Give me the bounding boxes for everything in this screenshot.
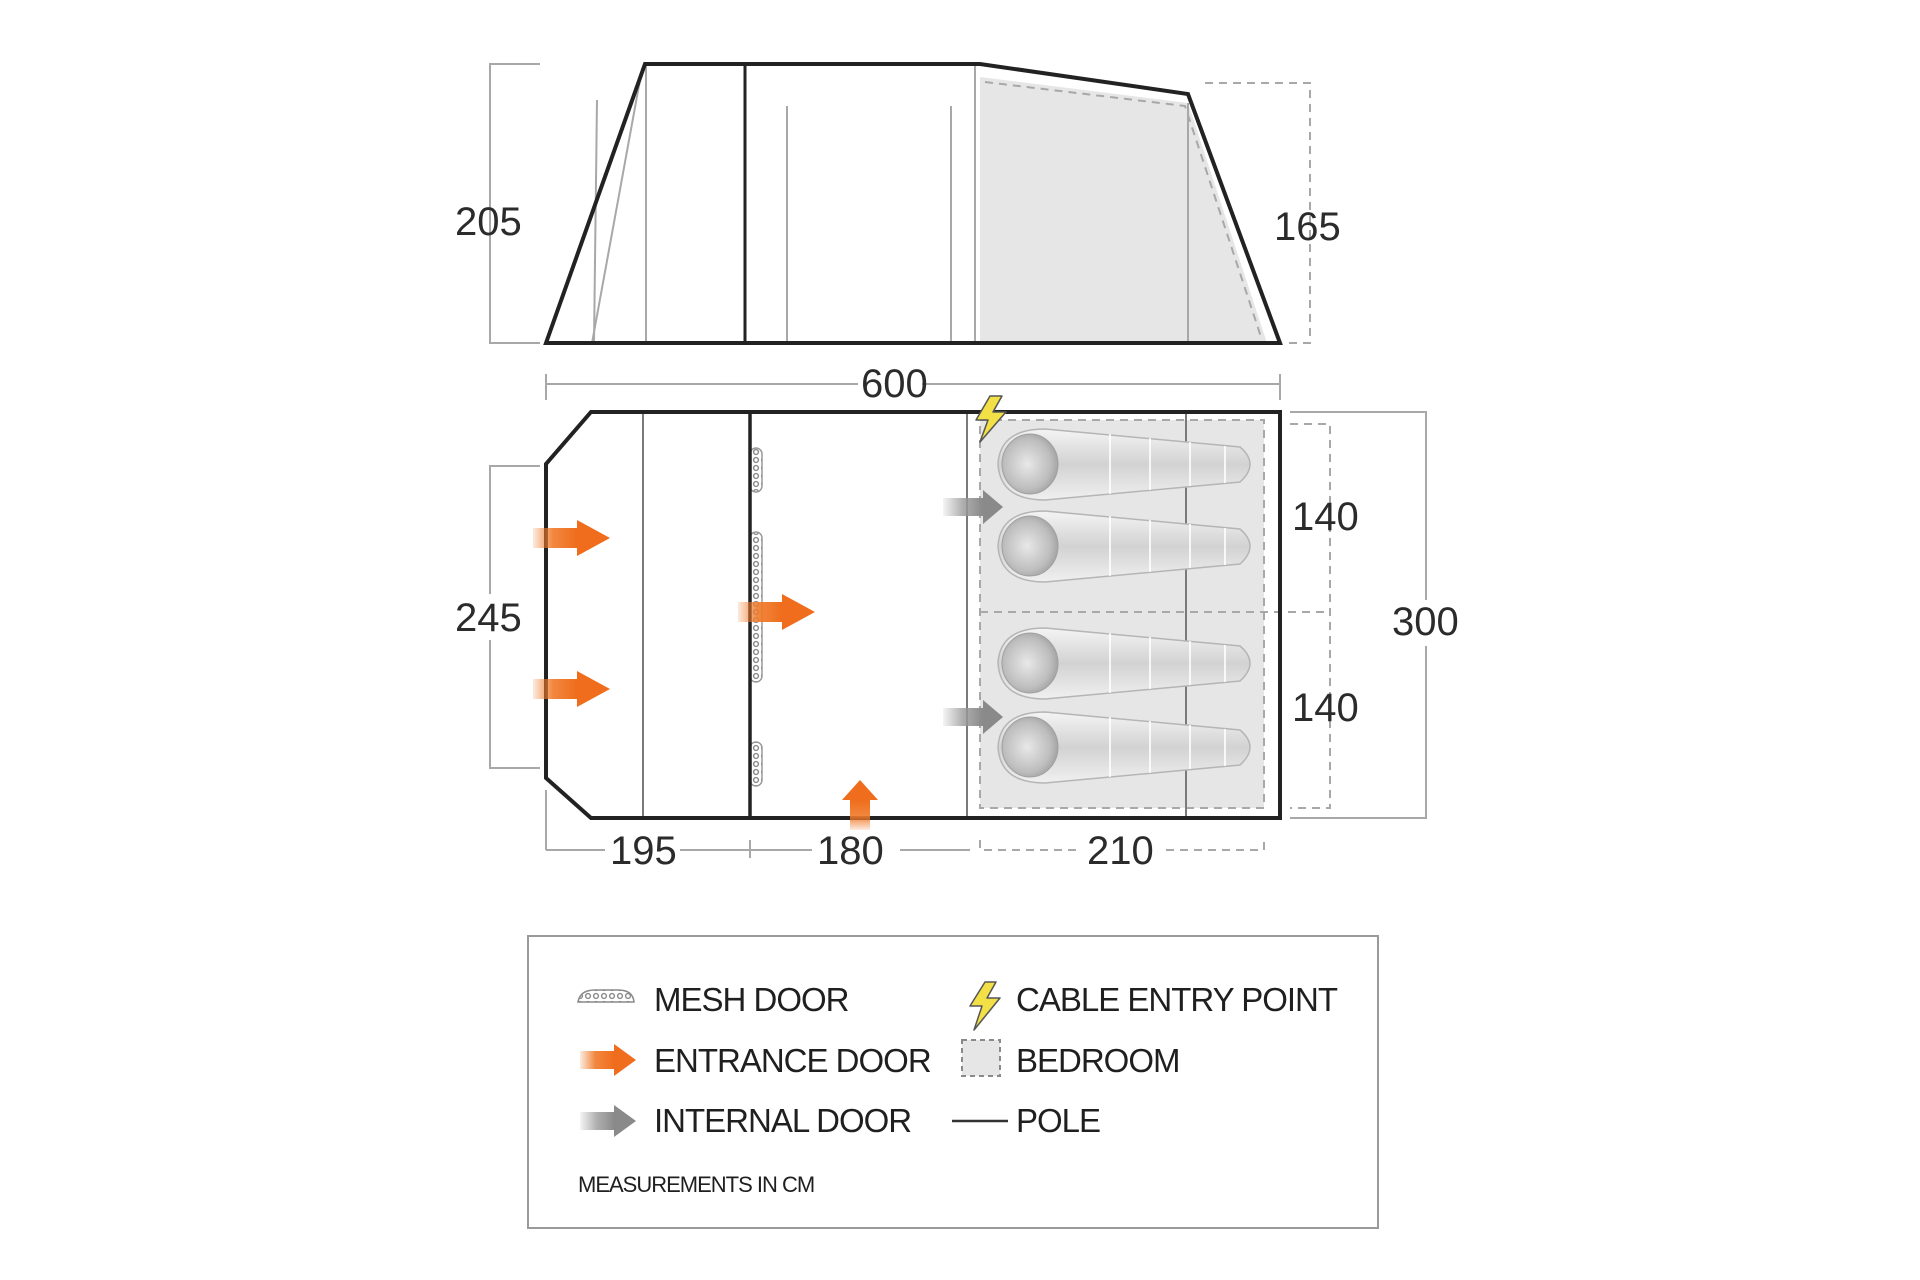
legend-box [527, 935, 1379, 1229]
length-label-bg [858, 362, 922, 402]
sleeping-bag-1 [997, 428, 1251, 501]
legend-pole: POLE [1016, 1102, 1100, 1139]
internal-door-arrow-2 [943, 700, 1003, 734]
internal-door-arrow-1 [943, 490, 1003, 524]
side-bedroom-dash [984, 81, 1263, 341]
bedroom-length-label: 210 [1087, 829, 1154, 873]
floor-dimensions: 245 140 140 300 195 180 210 [454, 411, 1464, 873]
total-length-label: 600 [861, 362, 928, 406]
porch-length-label: 195 [610, 829, 677, 873]
total-width-label-bg [1390, 600, 1464, 646]
side-bedroom-area [980, 77, 1267, 343]
door-width-label-bg [454, 594, 526, 640]
side-front-brace [591, 79, 641, 344]
orange-arrow-icon [580, 1044, 636, 1076]
bedroom-width-bottom-label: 140 [1292, 686, 1359, 730]
sleeping-bag-4 [997, 711, 1251, 784]
legend-measurement-note: MEASUREMENTS IN CM [578, 1172, 814, 1197]
entrance-door-arrow-4 [842, 780, 878, 830]
mesh-door-1 [749, 447, 763, 493]
bedroom-width-top-label: 140 [1292, 495, 1359, 539]
cable-entry-icon [975, 395, 1007, 443]
side-pole-2 [593, 99, 598, 344]
floor-plan [533, 395, 1330, 830]
lightning-bolt-icon [969, 981, 1001, 1031]
total-width-label: 300 [1392, 600, 1459, 644]
legend-cable-entry: CABLE ENTRY POINT [1016, 981, 1338, 1018]
front-height-bracket [489, 63, 540, 344]
legend-entrance-door: ENTRANCE DOOR [654, 1042, 931, 1079]
bedroom-length-dash [979, 840, 1265, 851]
living-length-label: 180 [817, 829, 884, 873]
entrance-door-arrow-3 [738, 594, 815, 630]
legend-mesh-door: MESH DOOR [654, 981, 849, 1018]
legend-internal-door: INTERNAL DOOR [654, 1102, 911, 1139]
sleeping-bag-2 [997, 510, 1251, 583]
bedroom-width-bracket [1290, 423, 1331, 809]
entrance-door-arrow-2 [533, 671, 610, 707]
side-outline [543, 62, 1283, 345]
rear-height-label: 165 [1274, 205, 1341, 249]
legend-bedroom: BEDROOM [1016, 1042, 1180, 1079]
door-width-label: 245 [455, 596, 522, 640]
bedroom-dash-border [979, 419, 1265, 809]
sleeping-bag-3 [997, 627, 1251, 700]
dashed-square-icon [961, 1039, 1001, 1077]
sleeping-bags [997, 428, 1251, 784]
front-height-label: 205 [455, 200, 522, 244]
grey-arrow-icon [580, 1105, 636, 1137]
legend: MESH DOOR ENTRANCE DOOR INTERNAL DOOR ME… [527, 935, 1379, 1229]
side-dimensions: 205 165 600 [455, 63, 1341, 406]
mesh-door-icon [577, 989, 635, 1003]
mesh-door-3 [749, 741, 763, 787]
side-elevation [543, 62, 1283, 345]
entrance-door-arrow-1 [533, 520, 610, 556]
